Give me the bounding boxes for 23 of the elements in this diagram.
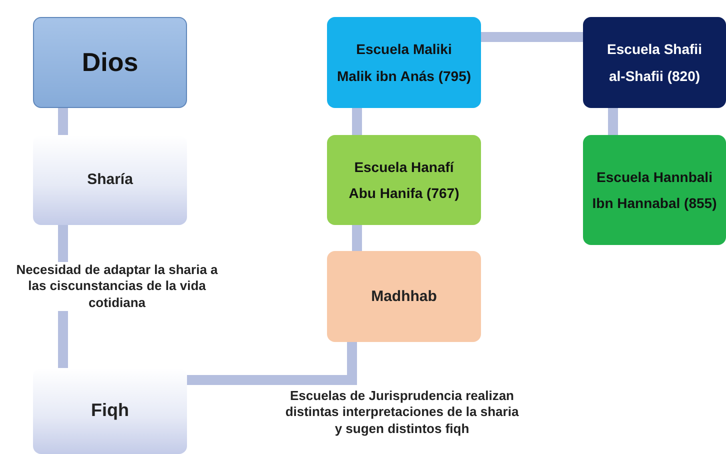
- process-box: [583, 17, 726, 108]
- box-subtitle: Malik ibn Anás (795): [336, 66, 472, 85]
- box-title: Escuela Shafii: [607, 40, 702, 58]
- connector-line: [608, 108, 618, 135]
- box-title: Escuela Hanafí: [354, 158, 454, 176]
- box-title: Dios: [82, 46, 138, 79]
- connector-line: [352, 108, 362, 135]
- box-subtitle: Abu Hanifa (767): [348, 184, 460, 202]
- connector-line: [352, 225, 362, 251]
- box-subtitle: Ibn Hannabal (855): [592, 194, 717, 212]
- box-title: Escuela Maliki: [356, 40, 452, 58]
- process-box: [327, 251, 481, 342]
- box-subtitle: al-Shafii (820): [608, 66, 700, 85]
- box-title: Fiqh: [91, 399, 129, 422]
- box-title: Escuela Hannbali: [596, 168, 712, 186]
- connector-line: [58, 108, 68, 135]
- process-box: [327, 17, 481, 108]
- process-box: [583, 135, 726, 245]
- box-title: Sharía: [87, 170, 133, 190]
- box-title: Madhhab: [371, 286, 437, 306]
- process-box: [33, 17, 187, 108]
- connector-line: [481, 32, 583, 42]
- process-box: [327, 135, 481, 225]
